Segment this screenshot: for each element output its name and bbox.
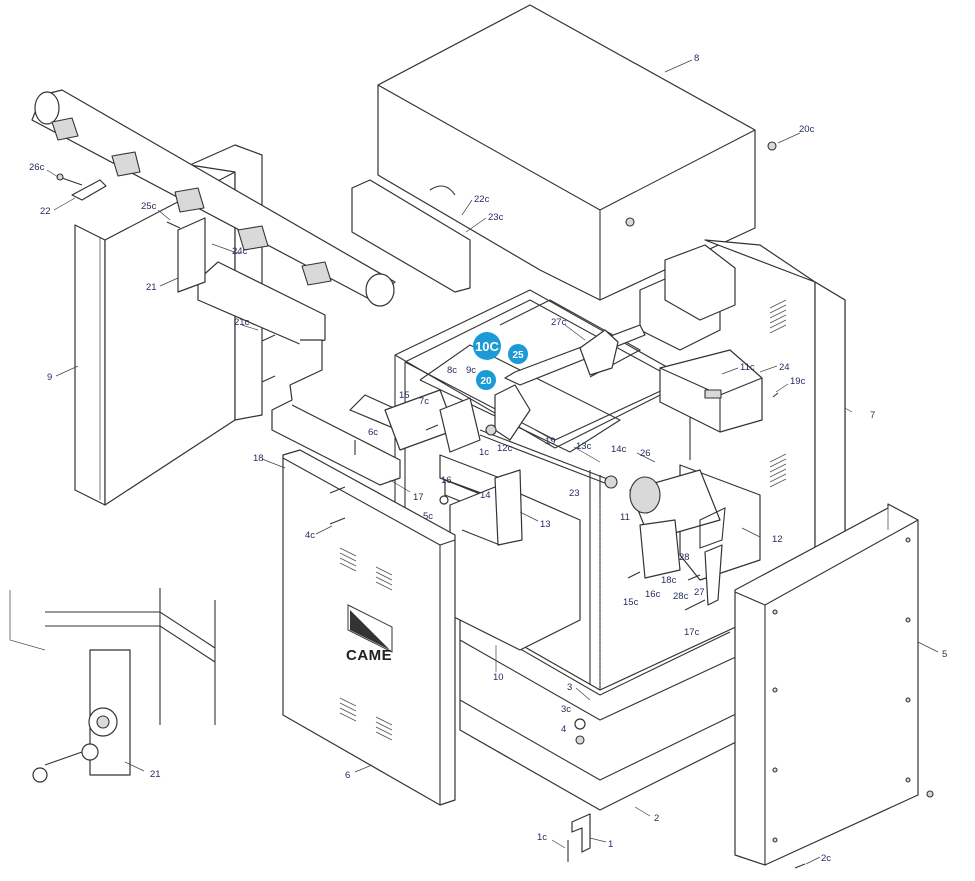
label-28c: 28c	[673, 591, 689, 602]
label-25c: 25c	[141, 201, 157, 212]
label-4c: 4c	[305, 530, 315, 541]
label-13c: 13c	[576, 441, 592, 452]
lever-brackets	[349, 384, 531, 516]
label-26c: 26c	[29, 162, 45, 173]
label-14: 14	[480, 490, 491, 501]
label-18c: 18c	[661, 575, 677, 586]
highlight-badges: 10C 25 20	[473, 332, 528, 390]
drive-shaft	[479, 324, 646, 489]
boom-tube	[31, 89, 396, 307]
came-logo: CAME	[346, 604, 393, 664]
label-1: 1	[608, 839, 613, 850]
label-7c: 7c	[419, 396, 429, 407]
label-23: 23	[569, 488, 580, 499]
motor-assembly	[629, 464, 761, 581]
label-5c: 5c	[423, 511, 433, 522]
label-6: 6	[345, 770, 350, 781]
label-15: 15	[399, 390, 410, 401]
top-rail-assembly	[351, 179, 736, 351]
label-10: 10	[493, 672, 504, 683]
label-28: 28	[679, 552, 690, 563]
label-6c: 6c	[368, 427, 378, 438]
label-17: 17	[413, 492, 424, 503]
top-cover	[377, 4, 777, 301]
leader-lines	[46, 59, 939, 865]
badge-20[interactable]: 20	[476, 370, 496, 390]
label-11c: 11c	[740, 362, 755, 373]
label-2: 2	[654, 813, 659, 824]
vent-slots-lower	[769, 453, 787, 488]
front-door: CAME	[282, 449, 456, 806]
label-18: 18	[253, 453, 264, 464]
badge-10c-text: 10C	[475, 339, 499, 354]
label-21-b: 21	[150, 769, 161, 780]
label-24c: 24c	[232, 246, 248, 257]
label-12c: 12c	[497, 443, 513, 454]
label-22c: 22c	[474, 194, 490, 205]
badge-25-text: 25	[512, 350, 524, 361]
label-12: 12	[772, 534, 783, 545]
label-2c: 2c	[821, 853, 831, 864]
label-13: 13	[540, 519, 551, 530]
label-15c: 15c	[623, 597, 639, 608]
vent-slots-upper	[769, 299, 787, 334]
label-8: 8	[694, 53, 699, 64]
label-17c: 17c	[684, 627, 700, 638]
label-19: 19	[545, 436, 556, 447]
badge-10c[interactable]: 10C	[473, 332, 501, 360]
label-16: 16	[441, 475, 452, 486]
label-7: 7	[870, 410, 875, 421]
boom-bracket	[177, 217, 401, 486]
label-5: 5	[942, 649, 947, 660]
label-3c: 3c	[561, 704, 571, 715]
label-19c: 19c	[790, 376, 806, 387]
label-1c-a: 1c	[479, 447, 489, 458]
label-9: 9	[47, 372, 52, 383]
label-24: 24	[779, 362, 790, 373]
label-9c: 9c	[466, 365, 476, 376]
badge-20-text: 20	[480, 376, 492, 387]
part-labels: 8 20c 26c 22 25c 22c 23c 24c 21 21c 27c …	[29, 53, 947, 864]
label-8c: 8c	[447, 365, 457, 376]
label-1c-b: 1c	[537, 832, 547, 843]
label-26: 26	[640, 448, 651, 459]
inset-detail	[9, 588, 216, 783]
label-27: 27	[694, 587, 705, 598]
label-14c: 14c	[611, 444, 627, 455]
label-11: 11	[620, 512, 630, 523]
label-3: 3	[567, 682, 572, 693]
label-22: 22	[40, 206, 51, 217]
label-20c: 20c	[799, 124, 815, 135]
control-box	[659, 349, 763, 433]
label-21: 21	[146, 282, 157, 293]
logo-text: CAME	[346, 647, 392, 664]
label-4: 4	[561, 724, 566, 735]
spring-plate	[449, 469, 581, 651]
badge-25[interactable]: 25	[508, 344, 528, 364]
label-21c: 21c	[234, 317, 250, 328]
label-23c: 23c	[488, 212, 504, 223]
hardware-fasteners	[56, 173, 934, 869]
right-front-panel	[734, 503, 919, 866]
label-27c: 27c	[551, 317, 567, 328]
door-vent-slots	[339, 547, 393, 741]
label-16c: 16c	[645, 589, 661, 600]
